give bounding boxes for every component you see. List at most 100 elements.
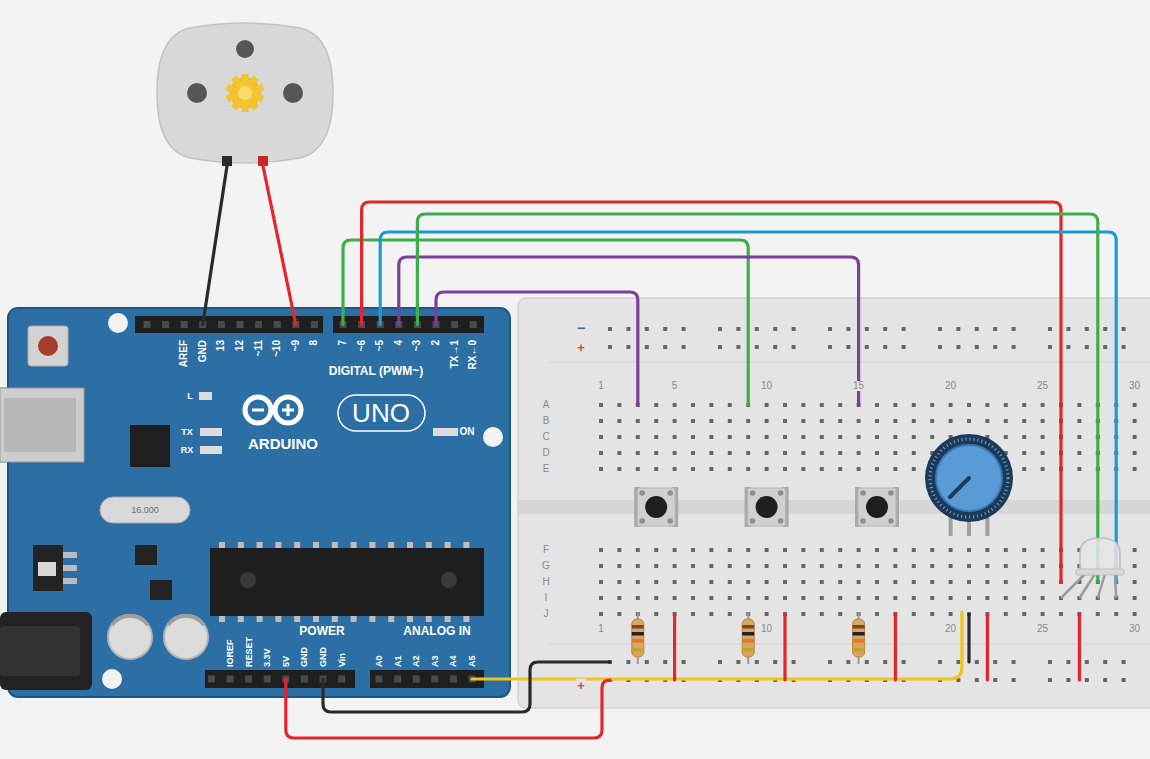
header-pins-part [275, 542, 281, 548]
breadboard-holes-part [673, 403, 677, 407]
breadboard-holes-part [783, 564, 787, 568]
breadboard-holes-part [838, 612, 842, 616]
breadboard-holes-part [1133, 596, 1137, 600]
breadboard-holes-part [820, 403, 824, 407]
breadboard-holes-part [765, 467, 769, 471]
rail-sign: + [577, 341, 585, 354]
breadboard-holes-part [967, 564, 971, 568]
breadboard-holes-part [663, 327, 667, 331]
breadboard-holes-part [865, 660, 869, 664]
pushbutton-part [639, 490, 645, 496]
breadboard-holes-part [1122, 678, 1126, 682]
breadboard-holes-part [857, 596, 861, 600]
arduino-board-part [338, 395, 425, 431]
breadboard-holes-part [626, 660, 630, 664]
breadboard-holes-part [728, 451, 732, 455]
header-pins-part [257, 616, 263, 622]
jumper-wire [323, 662, 610, 712]
breadboard-holes-part [1012, 660, 1016, 664]
breadboard-holes-part [663, 345, 667, 349]
breadboard-holes-part [930, 403, 934, 407]
breadboard-holes-part [765, 580, 769, 584]
breadboard-holes-part [673, 467, 677, 471]
arduino-board-part [205, 670, 355, 688]
breadboard-holes-part [820, 596, 824, 600]
pin-label: TX→1 [450, 340, 460, 368]
breadboard-holes-part [783, 451, 787, 455]
arduino-logo-part [245, 397, 271, 423]
breadboard-holes-part [746, 564, 750, 568]
breadboard-holes-part [956, 327, 960, 331]
rail-sign: − [577, 321, 585, 335]
pushbutton-part [637, 488, 675, 526]
breadboard-holes-part [654, 596, 658, 600]
breadboard-holes-part [709, 451, 713, 455]
breadboard-holes-part [1022, 419, 1026, 423]
dc-motor-part [283, 83, 303, 103]
header-pins-part [181, 321, 188, 328]
jumper-wire [1078, 614, 1081, 680]
pin-label: RX←0 [468, 340, 478, 369]
arduino-logo-part [275, 397, 301, 423]
breadboard-holes-part [930, 580, 934, 584]
pin-label: GND [198, 340, 208, 362]
breadboard-holes-part [801, 580, 805, 584]
header-pins-part [294, 616, 300, 622]
header-pins-part [451, 321, 458, 328]
breadboard-holes-part [993, 345, 997, 349]
header-pins-part [426, 542, 432, 548]
pushbutton-part [866, 496, 888, 518]
breadboard-holes-part [718, 660, 722, 664]
breadboard-holes-part [783, 580, 787, 584]
arduino-board-part [150, 580, 172, 600]
breadboard-holes-part [728, 548, 732, 552]
resistor-symbol-part [632, 625, 644, 629]
breadboard-holes-part [1048, 678, 1052, 682]
breadboard-holes-part [636, 596, 640, 600]
breadboard-holes-part [626, 327, 630, 331]
breadboard-holes-part [709, 467, 713, 471]
header-pins-part [463, 616, 469, 622]
header-pins-part [332, 616, 338, 622]
breadboard-holes-part [718, 345, 722, 349]
breadboard-holes-part [1077, 403, 1081, 407]
breadboard-holes-part [1122, 345, 1126, 349]
breadboard-holes-part [617, 612, 621, 616]
breadboard-holes-part [1133, 419, 1137, 423]
jumper-wire [967, 614, 970, 662]
header-pins-part [311, 321, 318, 328]
breadboard-holes-part [691, 467, 695, 471]
breadboard-holes-part [1041, 548, 1045, 552]
breadboard-holes-part [1022, 548, 1026, 552]
breadboard-holes-part [838, 548, 842, 552]
breadboard-holes-part [1022, 564, 1026, 568]
breadboard-holes-part [783, 435, 787, 439]
breadboard-holes-part [930, 596, 934, 600]
breadboard-holes-part [857, 467, 861, 471]
breadboard-holes-part [820, 564, 824, 568]
arduino-board-part [433, 428, 458, 436]
breadboard-holes-part [857, 435, 861, 439]
breadboard-holes-part [846, 660, 850, 664]
breadboard-holes-part [636, 548, 640, 552]
breadboard-holes-part [1041, 403, 1045, 407]
pushbutton-part [858, 488, 896, 526]
breadboard-holes-part [1103, 678, 1107, 682]
row-letter: A [543, 400, 550, 410]
breadboard-holes-part [1066, 660, 1070, 664]
header-pins-part [219, 542, 225, 548]
breadboard-holes-part [682, 660, 686, 664]
breadboard-holes-part [985, 548, 989, 552]
header-pins-part [218, 321, 225, 328]
header-pins-part [450, 676, 457, 683]
pin-label: A2 [412, 655, 421, 667]
breadboard-holes-part [1022, 596, 1026, 600]
breadboard-holes-part [1133, 451, 1137, 455]
row-letter: I [545, 593, 548, 603]
arduino-logo-part [252, 409, 264, 412]
arduino-board-part [33, 545, 63, 591]
arduino-board-part [108, 615, 152, 659]
breadboard-holes-part [975, 660, 979, 664]
breadboard-holes-part [608, 345, 612, 349]
breadboard-holes-part [1022, 612, 1026, 616]
